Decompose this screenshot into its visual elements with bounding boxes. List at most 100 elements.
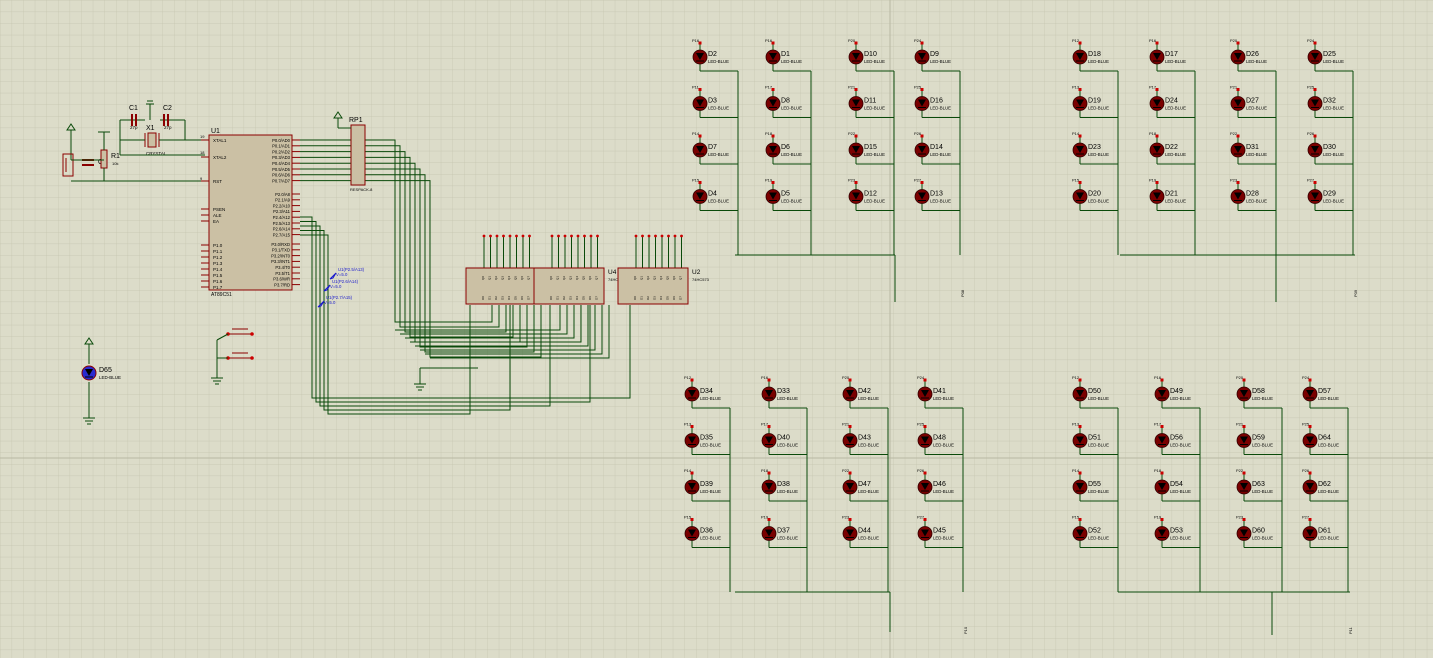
x1-part: CRYSTAL [146,151,167,156]
led-ref: D56 [1170,435,1183,442]
wire [425,305,603,355]
led-ref: D28 [1246,191,1259,198]
led-part: LED-BLUE [1246,106,1267,111]
led-part: LED-BLUE [1088,199,1109,204]
led-ref: D41 [933,388,946,395]
led-ref: D49 [1170,388,1183,395]
led-part: LED-BLUE [858,443,879,448]
led-ref: D19 [1088,98,1101,105]
voltage-probe[interactable]: U1(P2.7/A15)V=5.0 [317,295,353,308]
wires [300,139,1355,635]
wire [365,139,493,323]
voltage-probe[interactable]: U1(P2.5/A13)V=5.0 [329,267,365,280]
mcu-u1[interactable]: U1 AT89C51 XTAL1XTAL2RSTPSENALEEAP1.0P1.… [201,128,300,298]
led-ref: D21 [1165,191,1178,198]
pin-marker [489,234,492,238]
led-ref: D22 [1165,144,1178,151]
latch-pin-label: Q0 [633,276,637,280]
led-ref: D55 [1088,481,1101,488]
pin-marker [563,234,567,238]
led-ref: D32 [1323,98,1336,105]
rpack-part: RESPACK-8 [350,187,373,192]
pin-marker [641,234,644,238]
led-part: LED-BLUE [1318,396,1339,401]
led-net-label: P14 [1072,468,1080,473]
led-ref: D35 [700,435,713,442]
led-grid: D2LED-BLUEP16D1LED-BLUEP16D10LED-BLUEP20… [692,38,965,297]
led-ref: D24 [1165,98,1178,105]
pin-marker [576,234,580,238]
reset-switch[interactable] [62,153,74,177]
led-ref: D18 [1088,51,1101,58]
led-net-label: P25 [1302,422,1310,427]
voltage-probes: U1(P2.5/A13)V=5.0U1(P2.6/A14)V=5.0U1(P2.… [317,267,365,308]
latch-pin-label: Q1 [488,276,492,280]
led-net-label: P22 [1230,131,1238,136]
r1-value: 10k [112,161,118,166]
led-part: LED-BLUE [1088,396,1109,401]
latch-pin-label: Q4 [659,276,663,280]
led-ref: D64 [1318,435,1331,442]
led-ref: D60 [1252,528,1265,535]
led-net-label: P20 [842,375,850,380]
latch-pin-label: D4 [659,296,663,300]
probe-arrow-icon [323,284,331,292]
wire [300,230,511,411]
led-net-label: P15 [1072,515,1080,520]
led-net-label: P22 [848,131,856,136]
led-ref: D7 [708,144,717,151]
latch-pin-label: D0 [481,296,485,300]
mcu-pin-label: P3.0/RXD [271,242,290,247]
mcu-pin-label: EA [213,219,219,224]
led-net-label: P24 [917,375,925,380]
mcu-pin-label: P3.6/WR [273,277,290,282]
latch-pin-label: Q5 [582,276,586,280]
led-ref: D34 [700,388,713,395]
led-net-label: P27 [914,178,922,183]
mcu-pin-label: P2.5/A13 [273,221,291,226]
x1-label: X1 [146,125,155,132]
mcu-pin-label: P3.4/T0 [275,265,290,270]
latch-chip[interactable]: Q0D0Q1D1Q2D2Q3D3Q4D4Q5D5Q6D6Q7D7U274HC57… [617,234,710,305]
mcu-pin-label: P3.1/TXD [272,248,290,253]
led-part: LED-BLUE [1318,536,1339,541]
voltage-probe[interactable]: U1(P2.6/A14)V=5.0 [323,279,359,292]
mcu-pin-label: P3.7/RD [274,282,290,287]
power-led-d65: D65 LED-BLUE [81,344,121,425]
latch-chip[interactable]: Q0D0Q1D1Q2D2Q3D3Q4D4Q5D5Q6D6Q7D7U474HC57… [533,234,626,305]
latch-pin-label: D1 [556,296,560,300]
latch-group: Q0D0Q1D1Q2D2Q3D3Q4D4Q5D5Q6D6Q7D7Q0D0Q1D1… [465,234,710,305]
